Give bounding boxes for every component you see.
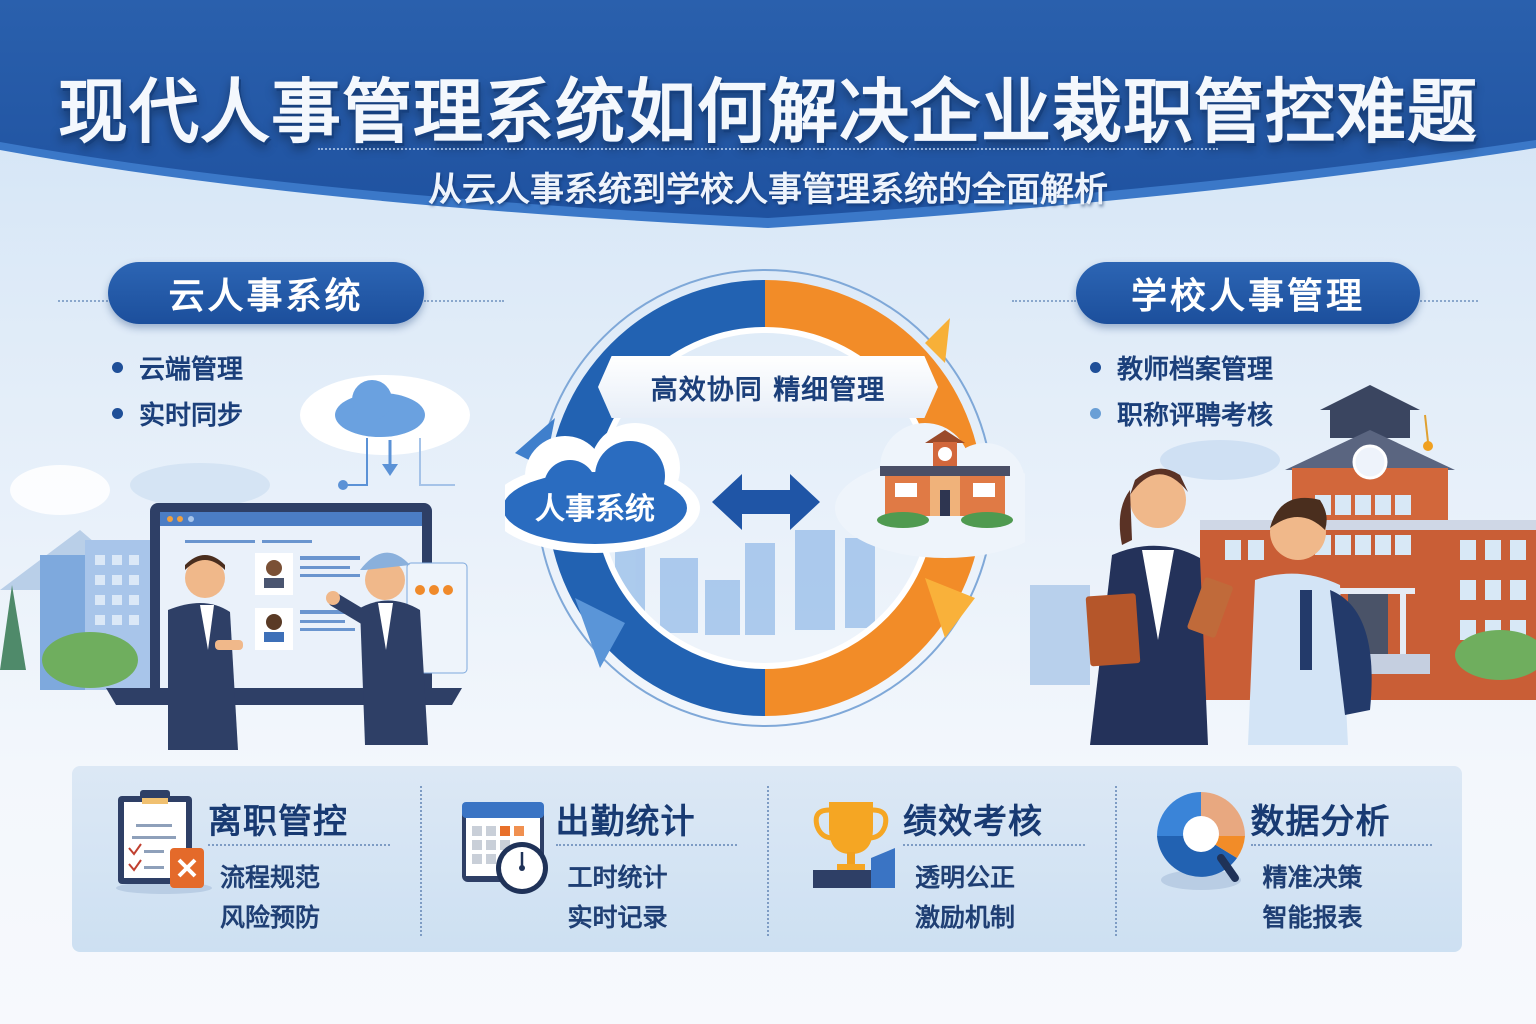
chart-magnifier-icon	[1156, 792, 1245, 890]
calendar-clock-icon	[461, 802, 548, 894]
feature-cards: 离职管控 流程规范 风险预防 出勤统计 工时统计 实时记录	[72, 766, 1462, 952]
businessman-left-icon	[168, 555, 243, 750]
bullet-dot-icon	[112, 361, 123, 373]
card-text: 精准决策	[1262, 863, 1363, 892]
page-subtitle: 从云人事系统到学校人事管理系统的全面解析	[428, 170, 1108, 210]
right-dotted-line	[1012, 300, 1076, 302]
teacher-icon	[1085, 468, 1233, 745]
school-cloud-icon	[835, 423, 1025, 558]
cloud-download-icon	[300, 375, 470, 490]
card-text: 激励机制	[915, 903, 1016, 932]
card-text: 流程规范	[220, 863, 321, 892]
card-title: 绩效考核	[903, 802, 1043, 842]
office-scene-illustration	[0, 375, 470, 750]
bullet-dot-icon	[1090, 361, 1101, 373]
school-hr-pill: 学校人事管理	[1076, 262, 1420, 324]
cloud-hr-pill: 云人事系统	[108, 262, 424, 324]
card-text: 透明公正	[915, 863, 1016, 892]
trophy-icon	[813, 802, 895, 888]
card-divider	[903, 844, 1085, 846]
bullet-item: 教师档案管理	[1090, 344, 1273, 390]
bullet-item: 职称评聘考核	[1090, 390, 1273, 436]
left-dotted-line	[58, 300, 108, 302]
card-attendance-stats: 出勤统计 工时统计 实时记录	[419, 766, 768, 952]
arrow-head-icon	[925, 578, 975, 638]
arrow-head-icon	[925, 318, 950, 363]
right-dotted-line-2	[1420, 300, 1478, 302]
header-band	[0, 0, 1536, 240]
bullet-dot-icon	[112, 407, 123, 419]
card-text: 实时记录	[567, 903, 668, 932]
card-divider	[555, 844, 737, 846]
card-text: 风险预防	[220, 903, 321, 932]
card-performance: 绩效考核 透明公正 激励机制	[767, 766, 1115, 952]
city-skyline-icon	[615, 530, 875, 635]
card-divider	[208, 844, 390, 846]
school-hr-bullets: 教师档案管理 职称评聘考核	[1090, 344, 1273, 436]
school-scene-illustration	[1030, 385, 1536, 745]
card-resignation-control: 离职管控 流程规范 风险预防	[72, 766, 420, 952]
card-title: 离职管控	[208, 802, 348, 842]
card-title: 出勤统计	[555, 802, 696, 842]
businessman-right-icon	[326, 552, 428, 745]
left-dotted-line-2	[424, 300, 504, 302]
card-text: 智能报表	[1262, 903, 1363, 932]
bullet-item: 实时同步	[112, 390, 243, 436]
card-divider	[1250, 844, 1432, 846]
card-data-analysis: 数据分析 精准决策 智能报表	[1114, 766, 1463, 952]
hr-system-cloud-icon	[505, 423, 700, 553]
center-ribbon-banner: 高效协同 精细管理	[598, 356, 938, 418]
title-divider	[318, 148, 1218, 150]
cloud-hr-bullets: 云端管理 实时同步	[112, 344, 243, 436]
student-icon	[1248, 497, 1372, 745]
card-text: 工时统计	[567, 863, 668, 892]
bullet-dot-icon	[1090, 407, 1101, 419]
card-title: 数据分析	[1250, 802, 1391, 842]
hr-system-cloud-label: 人事系统	[535, 492, 655, 527]
bullet-item: 云端管理	[112, 344, 243, 390]
double-arrow-icon	[712, 474, 820, 530]
page-title: 现代人事管理系统如何解决企业裁职管控难题	[58, 71, 1478, 153]
arrow-head-icon	[575, 598, 625, 668]
clipboard-icon	[116, 790, 212, 894]
